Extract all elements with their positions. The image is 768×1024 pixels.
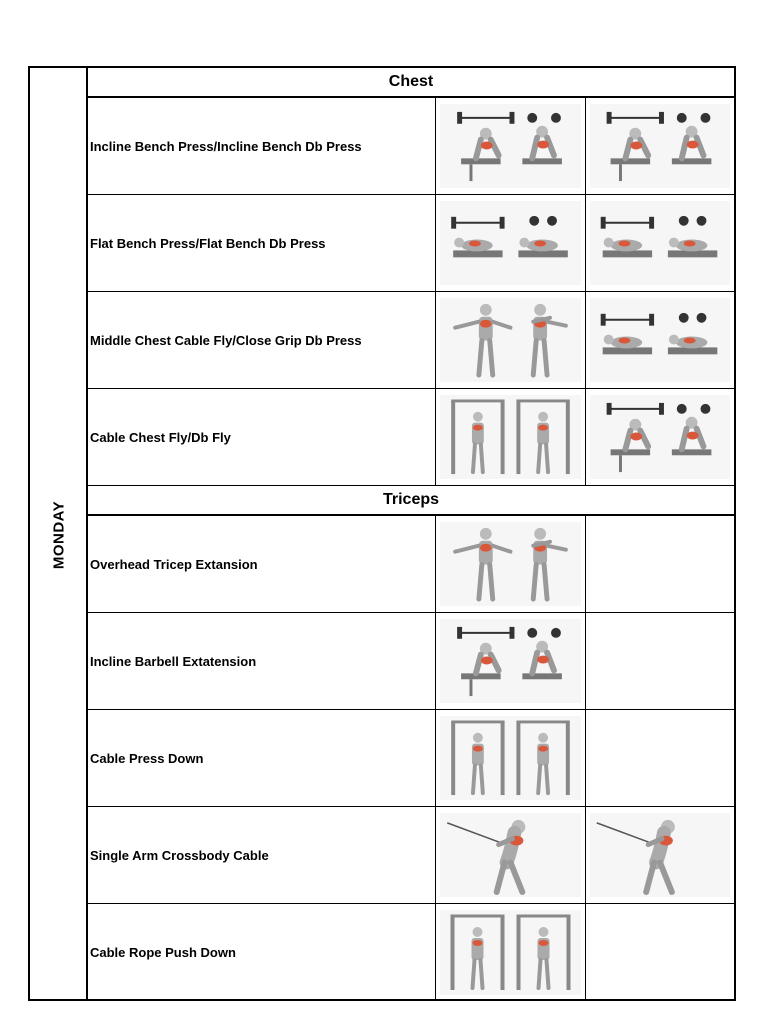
table-row: Cable Chest Fly/Db Fly [88,389,734,486]
day-column: MONDAY [30,68,88,999]
barbell-flat-press-illustration [440,201,581,285]
rope-pushdown-illustration [440,910,581,995]
exercise-name: Cable Chest Fly/Db Fly [88,389,436,485]
exercise-image-cell [436,516,586,612]
exercise-image-cell [436,904,586,1001]
exercise-image-cell [436,195,586,291]
workout-table: MONDAY Chest Incline Bench Press/Incline… [28,66,736,1001]
exercise-name: Flat Bench Press/Flat Bench Db Press [88,195,436,291]
exercise-grid: Chest Incline Bench Press/Incline Bench … [88,68,734,1001]
exercise-name: Middle Chest Cable Fly/Close Grip Db Pre… [88,292,436,388]
table-row: Single Arm Crossbody Cable [88,807,734,904]
exercise-image-cell [436,807,586,903]
exercise-name: Overhead Tricep Extansion [88,516,436,612]
single-arm-crossbody-illustration-2 [590,813,730,897]
exercise-image-cell-empty [586,710,734,806]
table-row: Overhead Tricep Extansion [88,516,734,613]
exercise-name: Incline Barbell Extatension [88,613,436,709]
close-grip-db-press-illustration [590,298,730,382]
exercise-image-cell-empty [586,904,734,1001]
exercise-image-cell [436,389,586,485]
exercise-image-cell [586,195,734,291]
single-arm-crossbody-illustration [440,813,581,897]
incline-barbell-extension-illustration [440,619,581,703]
cable-fly-illustration [440,298,581,382]
exercise-name: Cable Press Down [88,710,436,806]
table-row: Middle Chest Cable Fly/Close Grip Db Pre… [88,292,734,389]
cable-crossover-illustration [440,395,581,479]
section-header-chest: Chest [88,68,734,98]
exercise-name: Single Arm Crossbody Cable [88,807,436,903]
table-row: Flat Bench Press/Flat Bench Db Press [88,195,734,292]
exercise-image-cell [436,613,586,709]
exercise-image-cell-empty [586,516,734,612]
exercise-image-cell [436,710,586,806]
barbell-incline-press-illustration [440,104,581,188]
day-label: MONDAY [50,500,68,570]
exercise-image-cell-empty [586,613,734,709]
section-header-triceps: Triceps [88,486,734,516]
dumbbell-incline-press-illustration [590,104,730,188]
exercise-image-cell [436,98,586,194]
cable-pressdown-illustration [440,716,581,800]
exercise-image-cell [586,807,734,903]
exercise-name: Incline Bench Press/Incline Bench Db Pre… [88,98,436,194]
exercise-name: Cable Rope Push Down [88,904,436,1001]
table-row: Cable Rope Push Down [88,904,734,1001]
exercise-image-cell [586,292,734,388]
exercise-image-cell [436,292,586,388]
dumbbell-fly-illustration [590,395,730,479]
exercise-image-cell [586,98,734,194]
table-row: Incline Bench Press/Incline Bench Db Pre… [88,98,734,195]
dumbbell-flat-press-illustration [590,201,730,285]
exercise-image-cell [586,389,734,485]
table-row: Incline Barbell Extatension [88,613,734,710]
overhead-extension-illustration [440,522,581,606]
table-row: Cable Press Down [88,710,734,807]
